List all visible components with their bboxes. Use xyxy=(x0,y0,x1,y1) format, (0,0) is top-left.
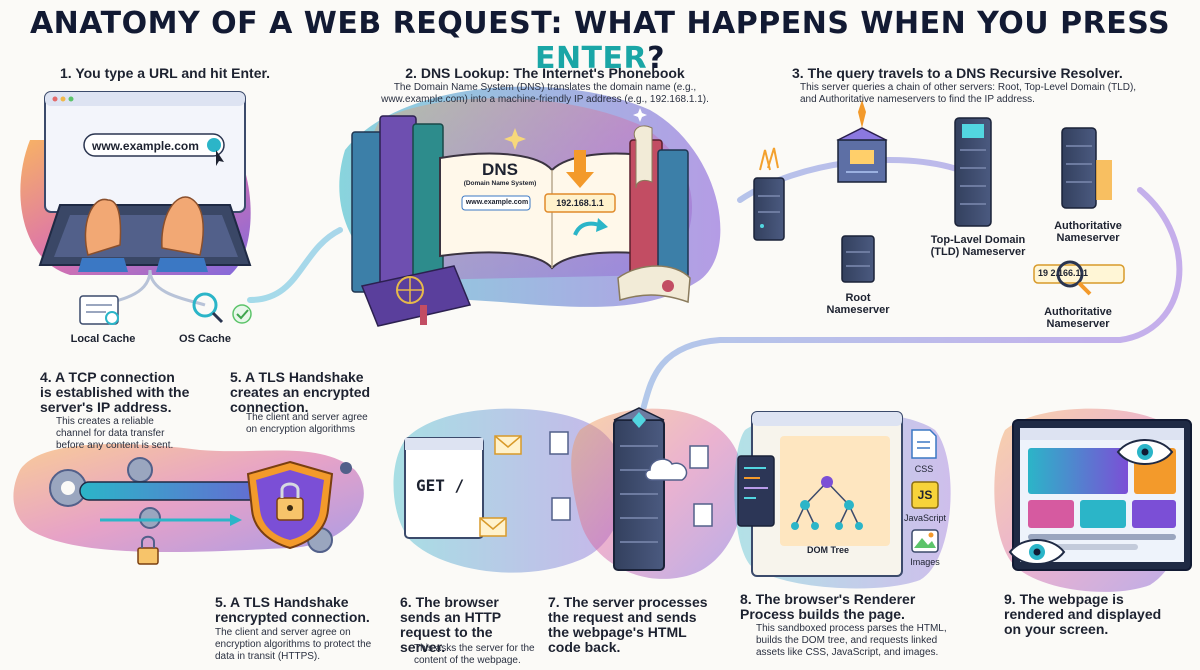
eye-icon xyxy=(1008,539,1066,565)
image-file-icon xyxy=(911,529,939,553)
step7-title: 7. The server processes the request and … xyxy=(548,594,708,655)
step3-desc: This server queries a chain of other ser… xyxy=(800,82,1137,105)
js-badge-text: JS xyxy=(917,488,933,502)
tcp-tls-illustration xyxy=(13,444,364,565)
rendered-webpage-illustration xyxy=(994,408,1192,592)
ip-tag-magnifier xyxy=(1033,260,1125,296)
dns-books-illustration xyxy=(339,86,721,327)
step2-desc: The Domain Name System (DNS) translates … xyxy=(381,82,709,105)
step5b-desc: The client and server agree on encryptio… xyxy=(215,627,372,662)
css-label: CSS xyxy=(914,464,934,474)
ip-tag-text: 19 2.166.1.1 xyxy=(1038,268,1089,278)
step1-title: 1. You type a URL and hit Enter. xyxy=(60,65,271,81)
step8-title: 8. The browser's Renderer Process builds… xyxy=(740,591,916,622)
eye-icon xyxy=(1116,439,1174,465)
authoritative-nameserver-label: Authoritative Nameserver xyxy=(1054,220,1122,244)
title-accent: ENTER xyxy=(534,41,648,76)
step3-title: 3. The query travels to a DNS Recursive … xyxy=(792,65,1123,81)
root-nameserver-label: Root Nameserver xyxy=(826,292,890,316)
step2-title: 2. DNS Lookup: The Internet's Phonebook xyxy=(405,65,685,81)
dns-book-title: DNS xyxy=(482,160,518,179)
tld-nameserver-label: Top-Lavel Domain (TLD) Nameserver xyxy=(930,234,1026,258)
dom-tree-label: DOM Tree xyxy=(806,545,849,555)
step4-title: 4. A TCP connection is established with … xyxy=(40,369,190,415)
step4-desc: This creates a reliable channel for data… xyxy=(56,416,174,451)
step8-desc: This sandboxed process parses the HTML, … xyxy=(756,623,947,658)
resolver-building xyxy=(836,100,888,183)
dns-book-domain: www.example.com xyxy=(465,199,529,206)
authoritative-nameserver-label: Authoritative Nameserver xyxy=(1044,306,1112,330)
os-cache-label: OS Cache xyxy=(179,333,231,345)
step6-desc: This asks the server for the content of … xyxy=(414,643,535,666)
os-cache-icon xyxy=(192,292,252,324)
url-bar xyxy=(83,133,225,157)
recursive-resolver-server xyxy=(753,147,785,241)
images-label: Images xyxy=(910,557,940,567)
laptop-illustration xyxy=(20,91,252,275)
tld-server xyxy=(954,117,992,227)
get-request-label: GET / xyxy=(416,476,465,495)
renderer-illustration xyxy=(734,411,951,589)
step6-title: 6. The browser sends an HTTP request to … xyxy=(400,594,501,655)
javascript-file-icon xyxy=(911,481,939,509)
page-title: ANATOMY OF A WEB REQUEST: WHAT HAPPENS W… xyxy=(29,6,1171,76)
step5a-title: 5. A TLS Handshake creates an encrypted … xyxy=(230,369,371,415)
dns-book-ip: 192.168.1.1 xyxy=(556,198,604,208)
step9-title: 9. The webpage is rendered and displayed… xyxy=(1004,591,1162,637)
javascript-label: JavaScript xyxy=(903,513,947,523)
url-bar-text: www.example.com xyxy=(92,139,199,153)
css-file-icon xyxy=(911,429,937,459)
local-cache-label: Local Cache xyxy=(70,333,136,345)
authoritative-server xyxy=(1061,127,1112,209)
step5a-desc: The client and server agree on encryptio… xyxy=(246,412,368,435)
root-server xyxy=(841,235,875,283)
step5b-title: 5. A TLS Handshake rencrypted connection… xyxy=(215,594,370,625)
dns-book-subtitle: (Domain Name System) xyxy=(463,180,537,187)
http-request-illustration xyxy=(393,408,625,573)
web-server-illustration xyxy=(571,407,745,579)
local-cache-icon xyxy=(79,295,119,325)
